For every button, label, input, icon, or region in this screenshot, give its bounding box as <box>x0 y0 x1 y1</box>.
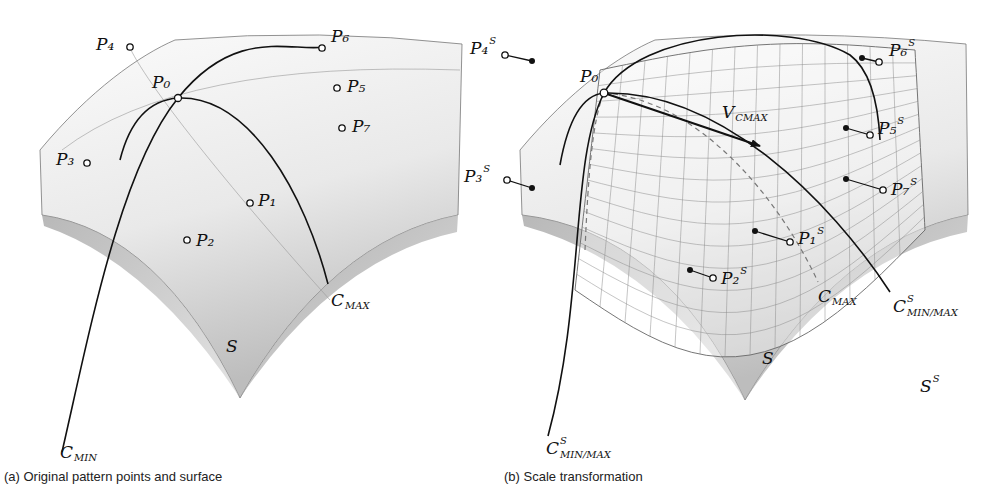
symbol-label: S <box>920 378 932 395</box>
index-label: MAX <box>345 301 370 311</box>
index-label: MAX <box>832 297 857 307</box>
symbol-label: C <box>60 444 73 461</box>
index-label: S <box>908 38 915 48</box>
grid-line <box>750 45 758 355</box>
grid-line <box>870 46 875 279</box>
index-label: MIN/MAX <box>907 308 958 318</box>
symbol-label: P₁ <box>258 192 276 209</box>
symbol-label: V <box>722 104 734 121</box>
panel-caption: (b) Scale transformation <box>504 470 643 483</box>
grid-line <box>893 48 901 255</box>
symbol-label: P₀ <box>152 74 170 91</box>
symbol-label: P₂ <box>721 270 739 287</box>
index-label: S <box>483 164 490 174</box>
grid-line <box>800 44 803 337</box>
index-label: S <box>910 177 917 187</box>
index-label: MIN <box>74 453 97 463</box>
symbol-label: C <box>893 298 906 315</box>
symbol-label: P₅ <box>347 78 365 95</box>
symbol-label: P₃ <box>56 151 74 168</box>
index-label: S <box>489 36 496 46</box>
symbol-label: P₄ <box>470 40 488 57</box>
surface-b <box>502 35 968 436</box>
symbol-label: S <box>226 338 238 355</box>
index-label: CMAX <box>735 113 767 123</box>
symbol-label: S <box>762 350 774 367</box>
grid-line <box>577 217 925 335</box>
symbol-label: P₅ <box>878 120 896 137</box>
grid-line <box>579 204 924 312</box>
index-label: MIN/MAX <box>560 450 611 460</box>
grid-line <box>582 179 922 269</box>
index-label: S <box>907 294 914 304</box>
index-label: S <box>560 436 567 446</box>
grid-line <box>584 166 922 247</box>
symbol-label: P₆ <box>331 28 349 45</box>
grid-line <box>825 44 826 321</box>
symbol-label: P₃ <box>464 168 482 185</box>
symbol-label: P₀ <box>580 68 598 85</box>
symbol-label: P₂ <box>196 232 214 249</box>
symbol-label: P₇ <box>891 181 909 198</box>
panel-caption: (a) Original pattern points and surface <box>4 470 222 483</box>
symbol-label: P₁ <box>798 230 816 247</box>
symbol-label: C <box>331 292 344 309</box>
index-label: S <box>740 266 747 276</box>
symbol-label: P₄ <box>96 36 114 53</box>
grid-line <box>775 44 780 348</box>
index-label: S <box>817 226 824 236</box>
grid-line <box>586 153 921 224</box>
surface-a <box>40 35 462 452</box>
symbol-label: P₇ <box>352 118 370 135</box>
symbol-label: C <box>818 288 831 305</box>
index-label: S <box>933 374 940 384</box>
grid-line <box>848 45 851 302</box>
symbol-label: P₆ <box>889 42 907 59</box>
grid-line <box>580 191 923 290</box>
symbol-label: C <box>546 440 559 457</box>
index-label: S <box>897 116 904 126</box>
